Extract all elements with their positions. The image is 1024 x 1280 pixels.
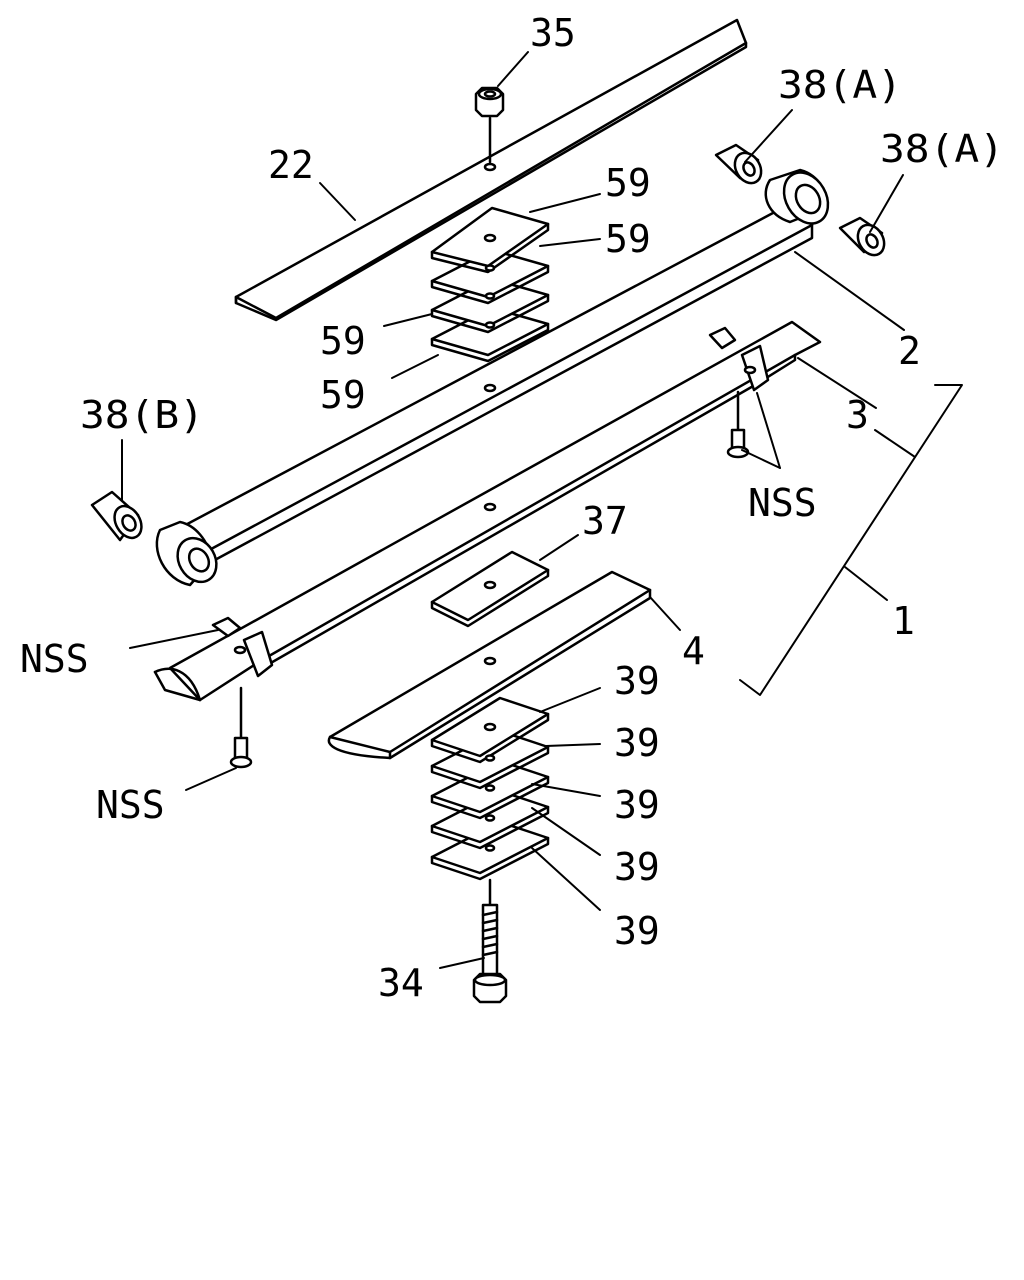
label-1: 1 bbox=[892, 599, 915, 643]
shim-stack-39 bbox=[430, 696, 550, 881]
bushing-38b bbox=[90, 490, 143, 542]
shim-stack-59 bbox=[430, 206, 550, 363]
spacer-37 bbox=[430, 550, 550, 628]
label-37: 37 bbox=[582, 499, 628, 543]
label-22: 22 bbox=[268, 143, 314, 187]
label-38a-lower: 38(A) bbox=[880, 127, 1004, 171]
label-39-b: 39 bbox=[614, 721, 660, 765]
label-2: 2 bbox=[898, 329, 921, 373]
leaf-22 bbox=[234, 18, 748, 322]
bolt-nss-left bbox=[229, 686, 253, 769]
nut-35 bbox=[474, 86, 505, 164]
label-59-b: 59 bbox=[605, 217, 651, 261]
label-59-a: 59 bbox=[605, 161, 651, 205]
center-bolt-34 bbox=[472, 878, 508, 1004]
label-4: 4 bbox=[682, 629, 705, 673]
label-39-d: 39 bbox=[614, 845, 660, 889]
bolt-nss-right bbox=[726, 390, 750, 459]
label-35: 35 bbox=[530, 11, 576, 55]
bushing-38a-upper bbox=[714, 143, 763, 185]
bushing-38a-lower bbox=[838, 216, 886, 257]
label-39-a: 39 bbox=[614, 659, 660, 703]
label-59-c: 59 bbox=[320, 319, 366, 363]
label-34: 34 bbox=[378, 961, 424, 1005]
leader-lines bbox=[121, 51, 963, 969]
label-nss-left: NSS bbox=[20, 637, 89, 681]
label-3: 3 bbox=[846, 393, 869, 437]
label-nss-bottom: NSS bbox=[96, 783, 165, 827]
label-38b: 38(B) bbox=[80, 393, 204, 437]
label-38a-upper: 38(A) bbox=[778, 63, 902, 107]
label-59-d: 59 bbox=[320, 373, 366, 417]
label-nss-right: NSS bbox=[748, 481, 817, 525]
leaf-3 bbox=[153, 320, 822, 702]
main-leaf-2 bbox=[155, 168, 830, 587]
part-labels: 35 22 38(A) 38(A) 59 59 59 59 2 3 38(B) … bbox=[20, 11, 1004, 1005]
label-39-e: 39 bbox=[614, 909, 660, 953]
label-39-c: 39 bbox=[614, 783, 660, 827]
